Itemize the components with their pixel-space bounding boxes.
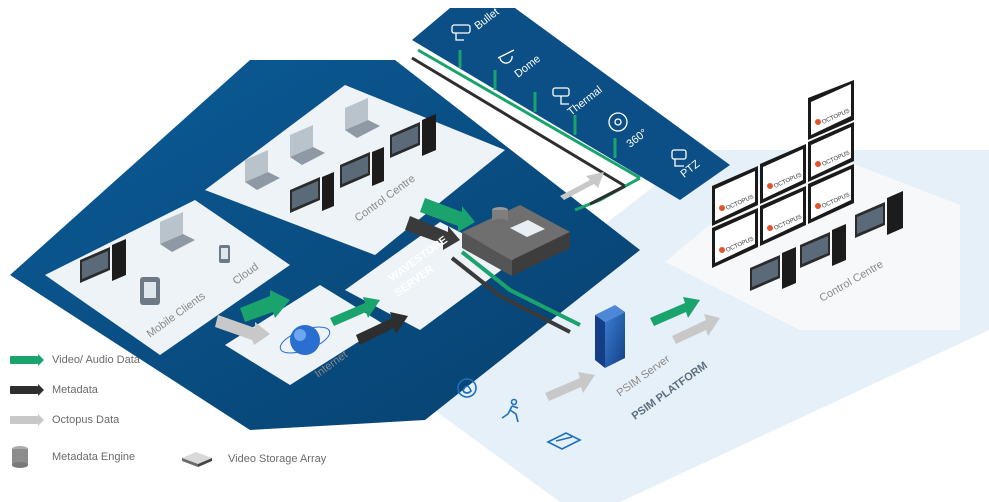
control-centre-right-panel	[665, 145, 960, 330]
legend-item-octopus: Octopus Data	[10, 414, 119, 426]
camera-feed-lines	[411, 48, 641, 212]
legend-label-storage: Video Storage Array	[228, 453, 327, 465]
mobile-clients-panel	[45, 200, 290, 355]
workstation	[290, 114, 436, 213]
legend-label-octopus: Octopus Data	[52, 414, 120, 426]
wavestore-server-device	[462, 205, 570, 276]
360-camera-icon	[608, 112, 628, 132]
octopus-logo-icon	[719, 247, 725, 253]
octopus-arrow-swatch	[10, 414, 44, 426]
metadata-arrow-swatch	[10, 384, 44, 396]
video-wall-screens	[712, 80, 854, 268]
octopus-logo-icon	[767, 183, 773, 189]
arrow-meta-server-internet	[356, 312, 408, 345]
dome-camera-icon	[497, 49, 515, 64]
octopus-logo-icon	[815, 161, 821, 167]
laptop	[245, 98, 380, 190]
tablet-icon	[140, 277, 160, 305]
arrow-octopus-psim-cc	[672, 314, 720, 344]
legend-item-metadata-engine: Metadata Engine	[10, 444, 135, 470]
camera-strip	[412, 8, 730, 200]
thermal-camera-icon	[552, 87, 570, 105]
video-wall: OCTOPUS OCTOPUS OCTOPUS OCTOPUS OCTOPUS …	[712, 80, 854, 268]
control-centre-left-equipment	[245, 98, 436, 213]
metadata-engine-icon	[492, 207, 508, 225]
mobile-clients-equipment	[80, 212, 230, 305]
metadata-engine-icon	[12, 446, 28, 468]
arrow-video-psim-cc	[650, 297, 700, 326]
legend-item-metadata: Metadata	[10, 384, 98, 396]
arrow-octopus-to-server	[560, 172, 604, 200]
psim-server-device	[595, 305, 625, 368]
data-arrows	[215, 172, 720, 401]
running-person-icon	[501, 398, 519, 423]
octopus-logo-icon	[815, 203, 821, 209]
legend-item-storage: Video Storage Array	[180, 450, 326, 468]
legend-label-metadata: Metadata	[52, 384, 98, 396]
legend-label-metadata-engine: Metadata Engine	[52, 451, 136, 463]
legend-item-video: Video/ Audio Data	[10, 354, 140, 366]
legend: Video/ Audio Data Metadata Octopus Data …	[10, 352, 340, 502]
octopus-logo-icon	[767, 225, 773, 231]
arrow-video-server-internet	[330, 297, 380, 326]
wavestore-psim-links	[450, 250, 581, 334]
arrow-meta-cc-to-server	[405, 216, 460, 250]
arrow-video-cc-to-server	[420, 198, 475, 232]
arrow-octopus-psim-sensors	[545, 372, 595, 401]
legend-label-video: Video/ Audio Data	[52, 354, 140, 366]
phone-icon	[219, 245, 230, 263]
video-arrow-swatch	[10, 354, 44, 366]
internet-globe-icon	[279, 325, 331, 355]
bullet-camera-icon	[451, 24, 471, 41]
octopus-logo-icon	[815, 119, 821, 125]
access-control-icon	[546, 432, 582, 450]
arrow-video-internet	[240, 290, 290, 322]
video-storage-array-icon	[182, 452, 212, 467]
fire-alarm-icon	[457, 378, 477, 398]
arrow-octopus-internet	[215, 315, 270, 345]
control-centre-right-equipment	[750, 191, 903, 291]
octopus-logo-icon	[719, 205, 725, 211]
ptz-camera-icon	[671, 149, 687, 167]
